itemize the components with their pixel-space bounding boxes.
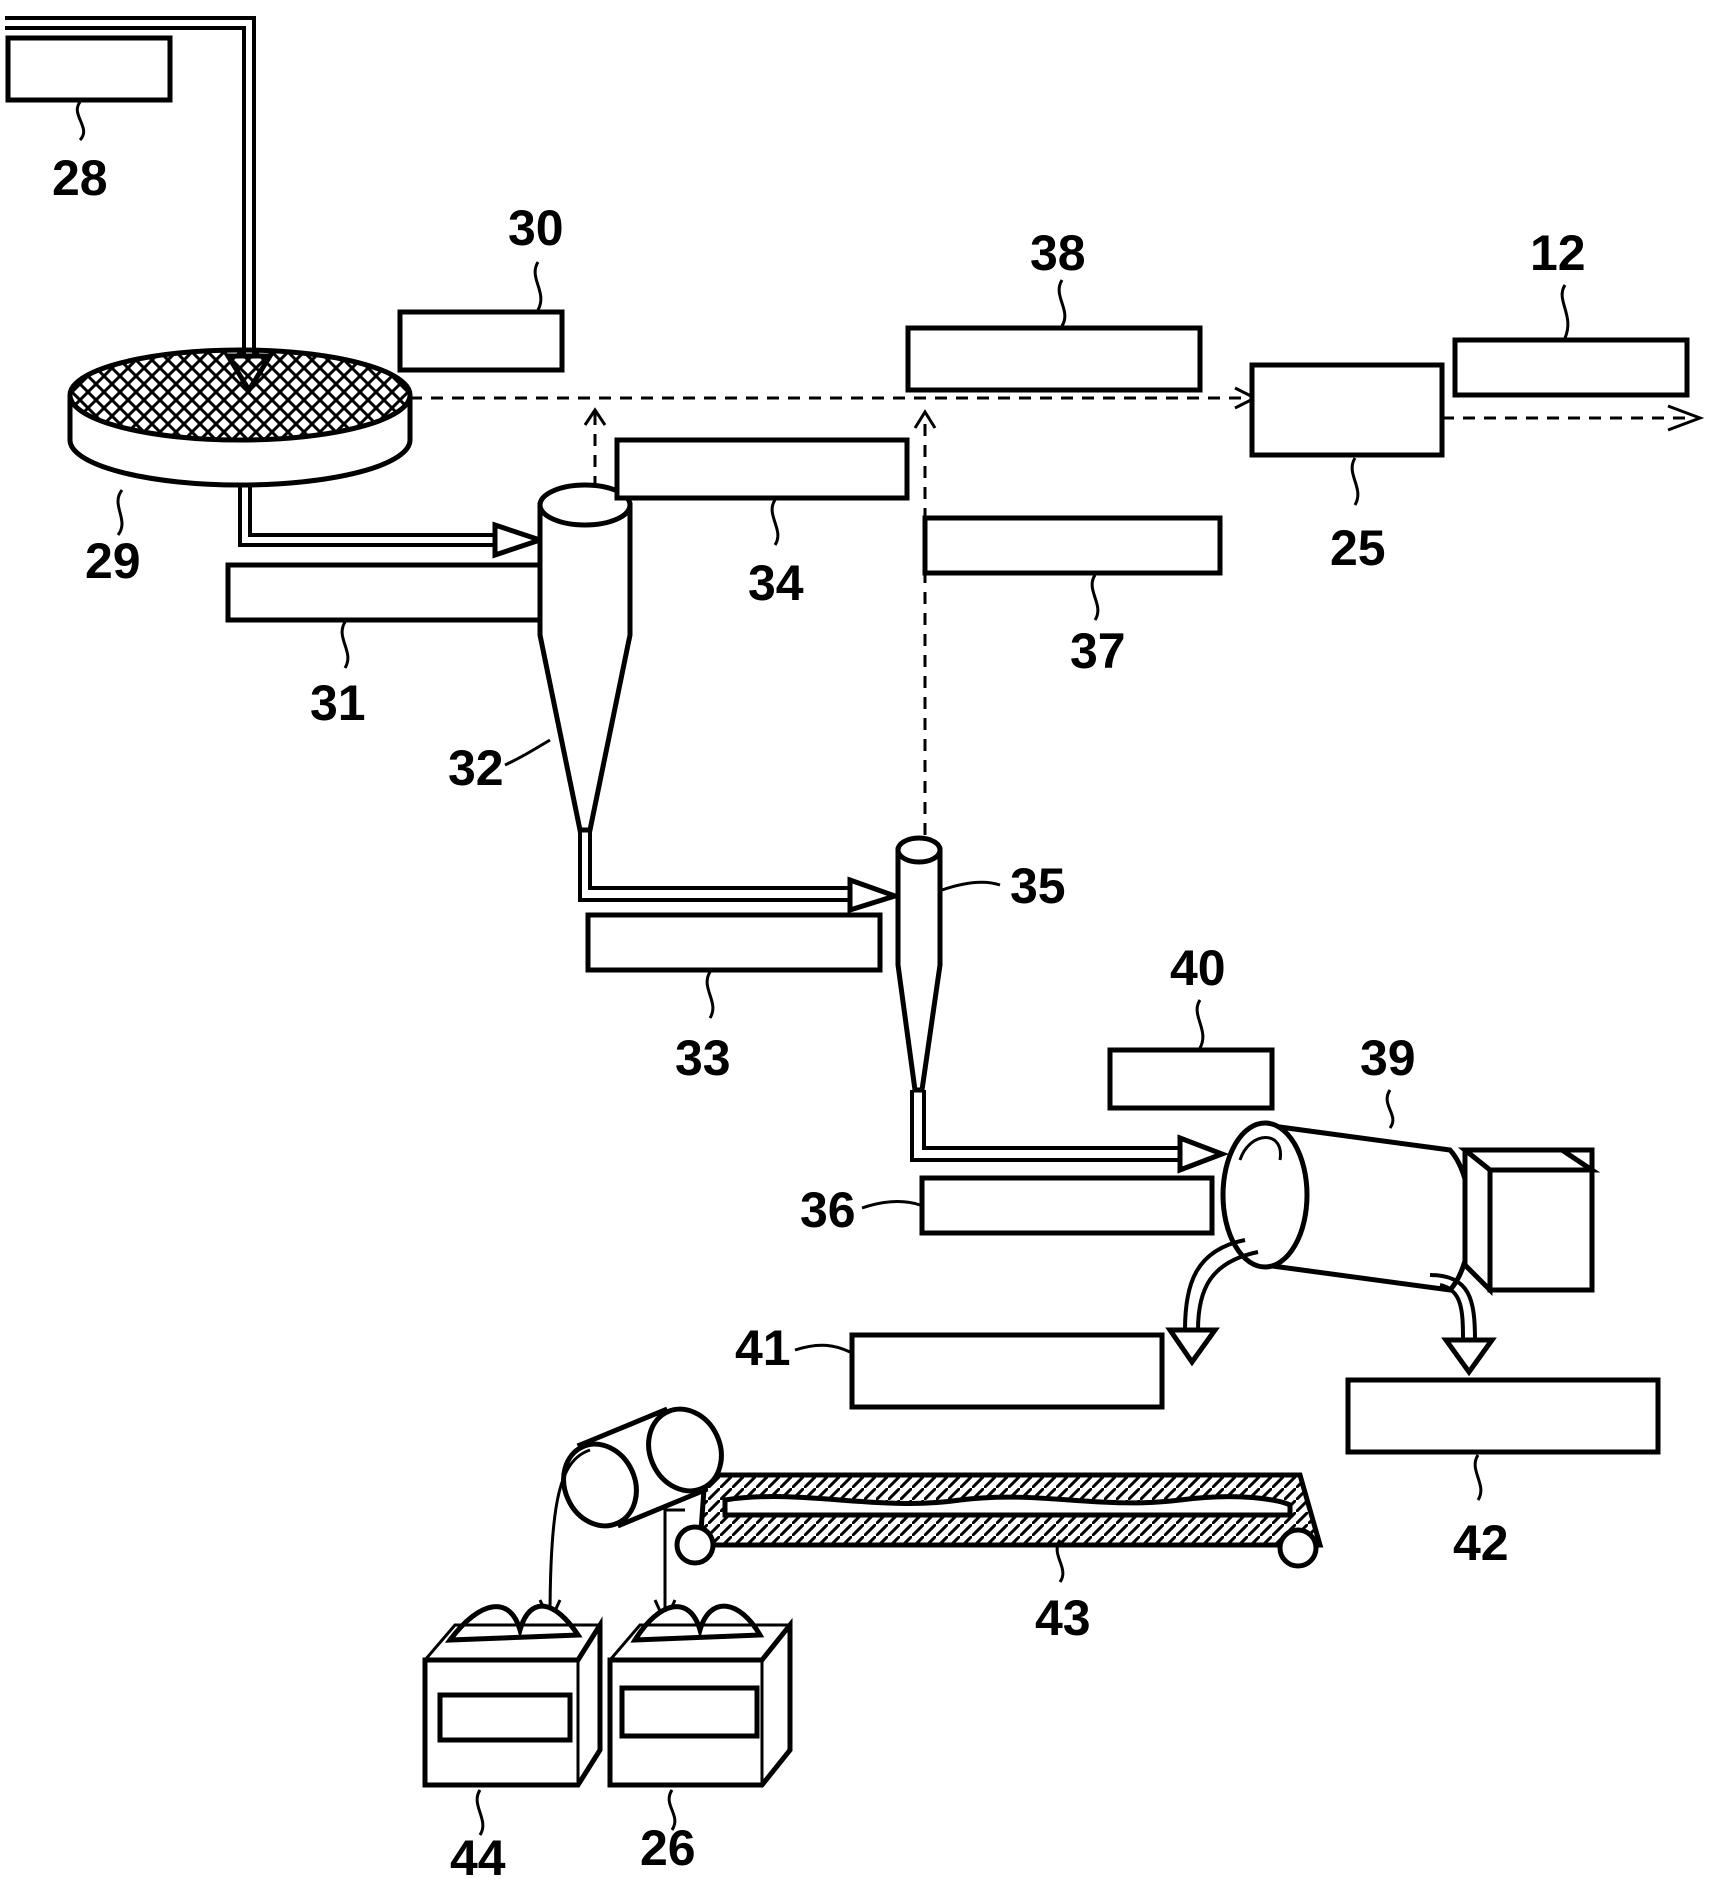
motor-39-cap	[1457, 1147, 1601, 1173]
leader-36	[861, 1200, 921, 1210]
arrow-32-to-35	[847, 876, 903, 914]
leader-42	[1473, 1454, 1483, 1501]
box-40	[1107, 1047, 1275, 1111]
leader-39	[1385, 1089, 1395, 1129]
label-36: 36	[800, 1182, 856, 1238]
leader-41	[794, 1343, 851, 1354]
box-37	[922, 515, 1223, 576]
bin-44-edges	[423, 1623, 600, 1785]
box-28	[5, 35, 173, 103]
label-40: 40	[1170, 940, 1226, 996]
leader-30	[533, 261, 543, 311]
leader-29	[116, 489, 124, 536]
leader-28	[75, 101, 86, 142]
leader-37	[1090, 574, 1100, 621]
feed-pipe	[5, 16, 256, 358]
leader-26	[667, 1789, 677, 1831]
label-39: 39	[1360, 1030, 1416, 1086]
label-33: 33	[675, 1030, 731, 1086]
label-41: 41	[735, 1320, 791, 1376]
pipe-39-to-41	[1183, 1238, 1259, 1331]
arrow-39-to-41	[1165, 1327, 1220, 1367]
drop-line-to-44	[548, 1448, 591, 1621]
conveyor-43-roller-right	[1277, 1527, 1319, 1569]
screen-29-mesh	[67, 347, 413, 443]
bin-44-label	[437, 1692, 573, 1743]
drum-39-end	[1220, 1120, 1310, 1270]
label-43: 43	[1035, 1590, 1091, 1646]
cyclone-32-top	[537, 482, 633, 528]
conveyor-43-roller-left	[674, 1524, 716, 1566]
leader-33	[705, 971, 715, 1019]
label-26: 26	[640, 1820, 696, 1876]
box-30	[397, 309, 565, 373]
roll-end-near	[561, 1441, 639, 1529]
pipe-32-to-35	[578, 830, 850, 902]
box-31	[225, 562, 543, 623]
leader-40	[1195, 999, 1205, 1049]
label-37: 37	[1070, 623, 1126, 679]
leader-32	[504, 738, 551, 767]
cyclone-32-body	[537, 502, 633, 833]
box-34	[614, 437, 910, 501]
bin-26-heap	[630, 1603, 765, 1643]
motor-39-top	[1462, 1147, 1493, 1297]
leader-25	[1350, 457, 1360, 506]
conveyor-43-load	[722, 1494, 1293, 1518]
label-30: 30	[508, 200, 564, 256]
drop-line-to-26	[663, 1508, 685, 1620]
label-28: 28	[52, 150, 108, 206]
gas-arrow-outlet	[1667, 404, 1705, 432]
box-12	[1452, 337, 1690, 398]
leader-34	[770, 499, 780, 546]
pipe-29-to-32	[238, 485, 495, 547]
pipe-39-to-42	[1429, 1273, 1477, 1341]
leader-12	[1560, 284, 1570, 339]
cyclone-35-top	[895, 835, 943, 865]
box-38	[905, 325, 1203, 393]
box-42	[1345, 1377, 1661, 1455]
label-25: 25	[1330, 520, 1386, 576]
label-44: 44	[450, 1830, 506, 1879]
label-12: 12	[1530, 225, 1586, 281]
label-34: 34	[748, 555, 804, 611]
cyclone-35-body	[895, 847, 943, 1093]
gas-arrow-35	[913, 409, 937, 429]
roll-end-far	[646, 1406, 724, 1494]
box-36	[919, 1175, 1215, 1236]
leader-31	[340, 621, 350, 669]
bin-26-label	[619, 1685, 760, 1739]
label-42: 42	[1453, 1515, 1509, 1571]
label-31: 31	[310, 675, 366, 731]
arrow-29-to-32	[492, 521, 548, 559]
arrow-35-to-39	[1177, 1134, 1230, 1174]
leader-43	[1055, 1539, 1065, 1583]
label-32: 32	[448, 740, 504, 796]
drum-39-inlet-curl	[1238, 1136, 1282, 1161]
arrow-39-to-42	[1441, 1337, 1497, 1377]
box-25	[1249, 362, 1445, 458]
bin-26-edges	[608, 1623, 790, 1785]
bin-44-heap	[444, 1603, 583, 1643]
label-35: 35	[1010, 858, 1066, 914]
pipe-35-to-39	[910, 1090, 1185, 1162]
leader-38	[1057, 279, 1067, 327]
gas-arrow-32	[583, 407, 607, 426]
label-29: 29	[85, 533, 141, 589]
box-33	[585, 912, 883, 973]
leader-35	[941, 880, 1001, 892]
leader-44	[475, 1789, 485, 1836]
box-41	[849, 1332, 1165, 1410]
label-38: 38	[1030, 225, 1086, 281]
